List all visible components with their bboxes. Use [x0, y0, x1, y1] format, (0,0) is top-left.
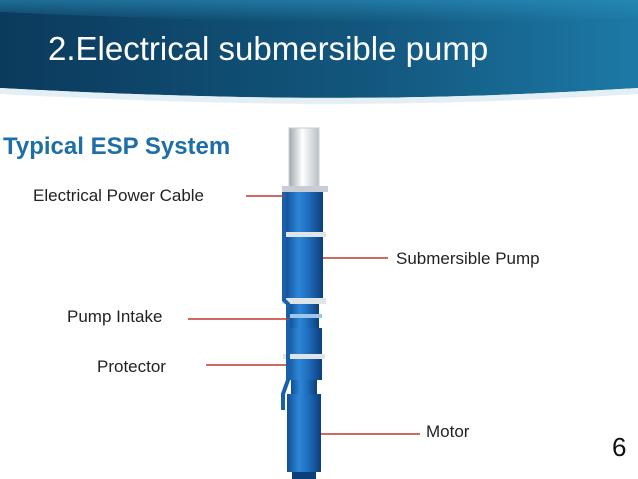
cable-strap	[282, 186, 328, 192]
label-submersible-pump: Submersible Pump	[396, 249, 540, 268]
motor-base	[292, 472, 316, 479]
label-electrical-power-cable: Electrical Power Cable	[33, 186, 205, 205]
power-cable	[281, 192, 290, 410]
intake-ports	[286, 314, 322, 318]
header-banner	[0, 0, 638, 104]
slide-title: 2.Electrical submersible pump	[48, 30, 489, 67]
pump-collar	[282, 232, 326, 237]
motor-section	[287, 394, 321, 472]
diagram-subtitle: Typical ESP System	[3, 133, 231, 160]
pump-collar	[282, 298, 326, 304]
label-protector: Protector	[97, 357, 166, 376]
protector-collar	[283, 354, 325, 359]
tubing	[288, 127, 320, 189]
page-number: 6	[612, 432, 627, 462]
coupling	[291, 380, 317, 394]
pump-section	[285, 192, 323, 300]
label-motor: Motor	[426, 422, 470, 441]
label-pump-intake: Pump Intake	[67, 307, 163, 326]
